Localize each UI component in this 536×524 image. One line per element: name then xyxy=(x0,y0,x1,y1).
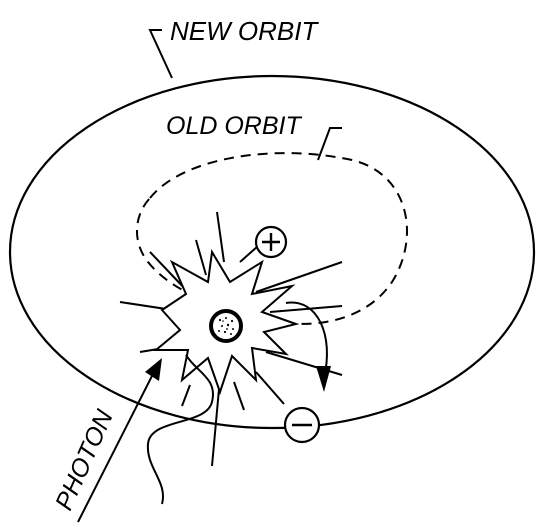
transition-arrowhead xyxy=(316,366,331,392)
photon-arrowhead xyxy=(145,358,162,381)
positive-charge xyxy=(256,227,286,257)
new-orbit-leader xyxy=(150,30,172,78)
nucleus xyxy=(211,311,241,341)
new-orbit-label: NEW ORBIT xyxy=(170,16,319,46)
old-orbit-label: OLD ORBIT xyxy=(166,112,302,140)
negative-charge xyxy=(285,408,319,442)
